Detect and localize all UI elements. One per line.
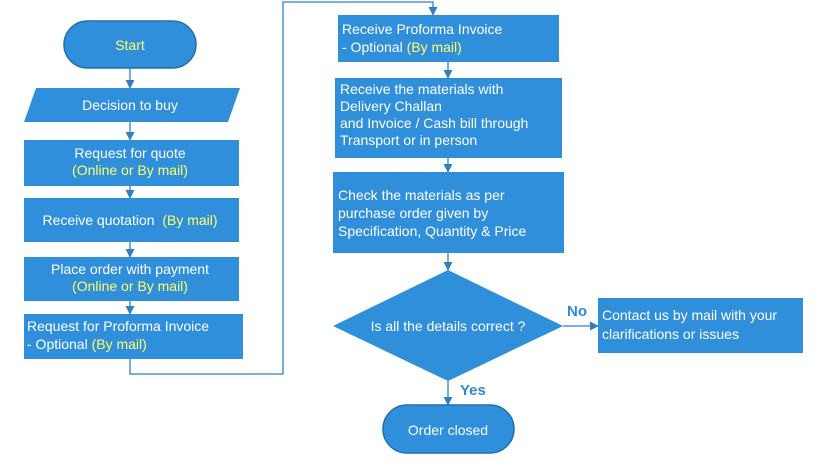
yes-label: Yes (460, 382, 486, 399)
order-closed-node: Order closed (382, 404, 515, 454)
request-proforma-line1: Request for Proforma Invoice (27, 318, 209, 334)
details-correct-label: Is all the details correct ? (371, 318, 526, 334)
receive-proforma-line1: Receive Proforma Invoice (342, 21, 503, 37)
connectors (125, 1, 599, 406)
order-closed-label: Order closed (408, 422, 488, 438)
check-materials-line3: Specification, Quantity & Price (338, 223, 527, 239)
receive-materials-line1: Receive the materials with (340, 81, 503, 97)
receive-materials-node: Receive the materials with Delivery Chal… (335, 78, 562, 158)
request-quote-line2: (Online or By mail) (72, 162, 188, 178)
details-correct-decision: Is all the details correct ? (333, 270, 563, 381)
no-label: No (567, 303, 587, 320)
contact-us-line2: clarifications or issues (602, 326, 739, 342)
receive-quotation-node: Receive quotation (By mail) (24, 198, 239, 242)
decision-to-buy-label: Decision to buy (82, 97, 178, 113)
contact-us-node: Contact us by mail with your clarificati… (598, 298, 803, 353)
check-materials-line1: Check the materials as per (338, 187, 505, 203)
receive-quotation-label: Receive quotation (By mail) (42, 212, 217, 228)
contact-us-line1: Contact us by mail with your (602, 307, 777, 323)
receive-proforma-line2: - Optional (By mail) (342, 39, 462, 55)
place-order-line1: Place order with payment (51, 261, 209, 277)
check-materials-line2: purchase order given by (338, 205, 488, 221)
start-node: Start (63, 20, 197, 69)
request-quote-node: Request for quote (Online or By mail) (24, 140, 239, 186)
check-materials-node: Check the materials as per purchase orde… (333, 172, 564, 253)
place-order-node: Place order with payment (Online or By m… (24, 257, 239, 301)
request-proforma-node: Request for Proforma Invoice - Optional … (24, 314, 243, 359)
decision-to-buy-node: Decision to buy (24, 88, 240, 122)
request-quote-line1: Request for quote (74, 145, 186, 161)
place-order-line2: (Online or By mail) (72, 278, 188, 294)
edge-column-link (129, 1, 438, 375)
receive-materials-line3: and Invoice / Cash bill through (340, 115, 528, 131)
request-proforma-line2: - Optional (By mail) (27, 336, 147, 352)
receive-materials-line4: Transport or in person (340, 132, 477, 148)
receive-materials-line2: Delivery Challan (340, 98, 442, 114)
receive-proforma-node: Receive Proforma Invoice - Optional (By … (338, 15, 559, 62)
start-label: Start (115, 37, 145, 53)
